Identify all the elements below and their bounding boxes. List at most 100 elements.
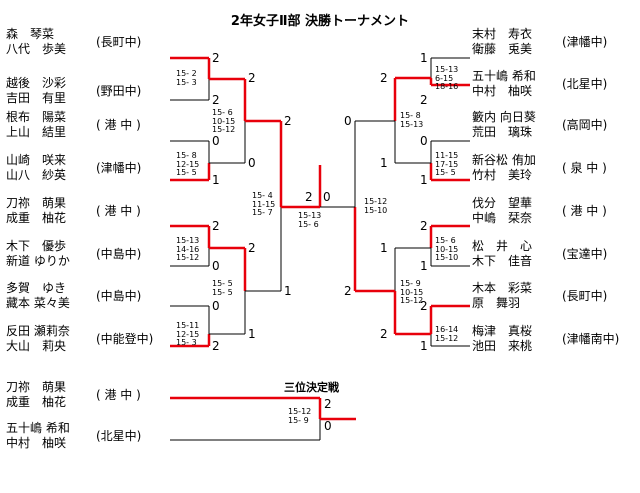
match-score: 2 bbox=[212, 339, 220, 353]
match-score: 1 bbox=[248, 327, 256, 341]
match-score: 2 bbox=[305, 190, 313, 204]
match-score: 0 bbox=[420, 134, 428, 148]
set-score: 15- 5 bbox=[435, 168, 456, 178]
player-name: 反田 瀬莉奈 bbox=[6, 324, 70, 338]
player-name: 原 舞羽 bbox=[472, 296, 521, 310]
set-score: 15- 9 bbox=[400, 279, 421, 288]
match-score: 0 bbox=[212, 299, 220, 313]
school-name: (中島中) bbox=[96, 247, 142, 261]
match-score: 0 bbox=[323, 190, 331, 204]
player-name: 梅津 真桜 bbox=[472, 324, 533, 338]
match-score: 1 bbox=[284, 284, 292, 298]
match-score: 2 bbox=[380, 71, 388, 85]
set-score: 10-15 bbox=[400, 287, 424, 297]
school-name: (高岡中) bbox=[562, 118, 608, 132]
match-score: 2 bbox=[212, 51, 220, 65]
set-score: 15- 5 bbox=[212, 279, 233, 288]
set-score: 10-15 bbox=[212, 116, 236, 126]
player-name: 池田 来桃 bbox=[472, 339, 533, 353]
set-score: 15- 5 bbox=[212, 287, 233, 297]
set-score: 6-15 bbox=[435, 73, 454, 83]
player-name: 上山 結里 bbox=[6, 125, 67, 139]
player-name: 大山 莉央 bbox=[6, 339, 67, 353]
set-score: 15-12 bbox=[212, 125, 236, 135]
match-score: 1 bbox=[380, 156, 388, 170]
player-name: 松 井 心 bbox=[472, 239, 533, 253]
match-score: 0 bbox=[344, 114, 352, 128]
school-name: ( 港 中 ) bbox=[96, 388, 141, 402]
player-name: 籔内 向日葵 bbox=[472, 110, 536, 124]
match-score: 2 bbox=[380, 327, 388, 341]
set-score: 15-10 bbox=[435, 253, 459, 263]
school-name: (北星中) bbox=[96, 429, 142, 443]
match-score: 1 bbox=[420, 173, 428, 187]
set-score: 17-15 bbox=[435, 159, 459, 169]
school-name: (中能登中) bbox=[96, 332, 154, 346]
set-score: 15- 8 bbox=[400, 111, 421, 120]
match-score: 0 bbox=[212, 134, 220, 148]
set-score: 15- 2 bbox=[176, 69, 197, 78]
set-score: 15- 9 bbox=[288, 415, 309, 425]
player-name: 越後 沙彩 bbox=[6, 76, 67, 90]
player-name: 伐分 望華 bbox=[472, 196, 533, 210]
player-name: 根布 陽菜 bbox=[6, 110, 67, 124]
school-name: (長町中) bbox=[562, 289, 608, 303]
player-name: 山崎 咲来 bbox=[6, 153, 67, 167]
school-name: ( 港 中 ) bbox=[96, 118, 141, 132]
set-score: 15- 6 bbox=[298, 219, 319, 229]
set-score: 12-15 bbox=[176, 329, 200, 339]
player-name: 衛藤 兎美 bbox=[472, 42, 533, 56]
set-score: 15- 5 bbox=[176, 168, 197, 178]
match-score: 2 bbox=[248, 71, 256, 85]
player-name: 中村 柚咲 bbox=[472, 84, 533, 98]
school-name: ( 港 中 ) bbox=[96, 204, 141, 218]
set-score: 15- 6 bbox=[435, 236, 456, 245]
school-name: ( 港 中 ) bbox=[562, 204, 607, 218]
school-name: (北星中) bbox=[562, 77, 608, 91]
school-name: (宝達中) bbox=[562, 247, 608, 261]
set-score: 12-15 bbox=[176, 159, 200, 169]
match-score: 2 bbox=[212, 219, 220, 233]
set-score: 11-15 bbox=[252, 199, 276, 209]
player-name: 八代 歩美 bbox=[6, 42, 67, 56]
set-score: 15-13 bbox=[176, 236, 200, 245]
player-name: 中嶋 栞奈 bbox=[472, 211, 533, 225]
player-name: 刀祢 萌果 bbox=[6, 380, 67, 394]
set-score: 15-13 bbox=[435, 65, 459, 74]
player-name: 五十嶋 希和 bbox=[6, 421, 70, 435]
player-name: 荒田 璃珠 bbox=[472, 125, 533, 139]
set-score: 15-12 bbox=[435, 333, 459, 343]
school-name: (津幡中) bbox=[96, 161, 142, 175]
player-name: 藏本 菜々美 bbox=[6, 296, 70, 310]
match-score: 0 bbox=[324, 419, 332, 433]
match-score: 0 bbox=[212, 259, 220, 273]
match-score: 1 bbox=[380, 241, 388, 255]
set-score: 15-12 bbox=[364, 197, 388, 206]
match-score: 2 bbox=[324, 397, 332, 411]
player-name: 木下 優歩 bbox=[6, 239, 67, 253]
set-score: 15-12 bbox=[288, 407, 312, 416]
school-name: (長町中) bbox=[96, 35, 142, 49]
player-name: 成重 柚花 bbox=[6, 395, 67, 409]
school-name: (中島中) bbox=[96, 289, 142, 303]
match-score: 1 bbox=[420, 259, 428, 273]
page-title: 2年女子Ⅱ部 決勝トーナメント bbox=[230, 14, 410, 29]
player-name: 末村 寿衣 bbox=[472, 27, 533, 41]
match-score: 2 bbox=[420, 93, 428, 107]
player-name: 多賀 ゆき bbox=[6, 281, 67, 295]
match-score: 2 bbox=[420, 299, 428, 313]
set-score: 15-11 bbox=[176, 321, 200, 330]
set-score: 15- 8 bbox=[176, 151, 197, 160]
player-name: 中村 柚咲 bbox=[6, 436, 67, 450]
match-score: 2 bbox=[248, 241, 256, 255]
match-score: 0 bbox=[248, 156, 256, 170]
player-name: 森 琴菜 bbox=[6, 27, 55, 41]
match-score: 2 bbox=[212, 93, 220, 107]
set-score: 15-12 bbox=[176, 253, 200, 263]
set-score: 15- 3 bbox=[176, 77, 197, 87]
player-name: 木下 佳音 bbox=[472, 254, 533, 268]
set-score: 11-15 bbox=[435, 151, 459, 160]
match-score: 2 bbox=[284, 114, 292, 128]
set-score: 18-16 bbox=[435, 82, 459, 92]
match-score: 1 bbox=[420, 51, 428, 65]
